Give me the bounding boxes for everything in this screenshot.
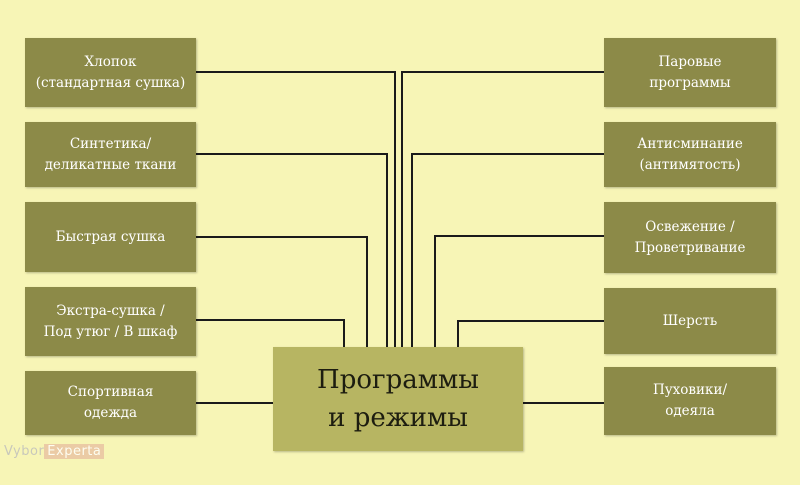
program-label: Пуховики/ bbox=[652, 382, 728, 398]
program-label: одеяла bbox=[665, 403, 715, 419]
program-label: Синтетика/ bbox=[69, 135, 152, 152]
central-node-programs: Программы и режимы bbox=[273, 347, 523, 451]
program-label: Быстрая сушка bbox=[55, 228, 166, 245]
connector-line-right-2 bbox=[411, 153, 617, 347]
program-label: Под утюг / В шкаф bbox=[43, 323, 178, 340]
connector-line-left-1 bbox=[183, 71, 396, 347]
connector-line-left-3 bbox=[183, 236, 368, 347]
program-label: одежда bbox=[83, 405, 138, 421]
program-label: Экстра-сушка / bbox=[56, 302, 165, 319]
program-label: (антимятость) bbox=[639, 156, 741, 173]
connector-line-left-4 bbox=[183, 319, 345, 347]
program-label: Проветривание bbox=[634, 239, 746, 256]
program-label: деликатные ткани bbox=[44, 156, 177, 173]
watermark-part: Vybor bbox=[4, 444, 45, 459]
program-label: программы bbox=[649, 74, 731, 91]
program-label: Паровые bbox=[658, 53, 722, 70]
program-box-down-jackets: Пуховики/ одеяла bbox=[604, 367, 776, 435]
program-box-extra-dry: Экстра-сушка / Под утюг / В шкаф bbox=[25, 287, 196, 356]
program-box-wool: Шерсть bbox=[604, 288, 776, 354]
program-box-refresh: Освежение / Проветривание bbox=[604, 202, 776, 273]
program-label: (стандартная сушка) bbox=[35, 74, 186, 91]
central-node-title: Программы bbox=[317, 365, 479, 395]
program-box-anti-crease: Антисминание (антимятость) bbox=[604, 122, 776, 187]
program-box-quick-dry: Быстрая сушка bbox=[25, 202, 196, 272]
connector-line-left-2 bbox=[183, 153, 388, 347]
program-label: Шерсть bbox=[662, 312, 718, 329]
program-box-cotton: Хлопок (стандартная сушка) bbox=[25, 38, 196, 107]
program-box-steam: Паровые программы bbox=[604, 38, 776, 107]
program-label: Спортивная bbox=[67, 384, 154, 400]
connector-line-right-1 bbox=[401, 71, 617, 347]
program-box-synthetics: Синтетика/ деликатные ткани bbox=[25, 122, 196, 187]
watermark-part: Experta bbox=[44, 444, 105, 459]
program-label: Антисминание bbox=[637, 135, 743, 152]
connector-line-right-4 bbox=[457, 320, 617, 347]
connector-line-right-3 bbox=[434, 235, 617, 347]
program-label: Освежение / bbox=[645, 218, 735, 235]
program-box-sportswear: Спортивная одежда bbox=[25, 371, 196, 435]
central-node-subtitle: и режимы bbox=[328, 403, 468, 433]
program-label: Хлопок bbox=[84, 53, 137, 70]
